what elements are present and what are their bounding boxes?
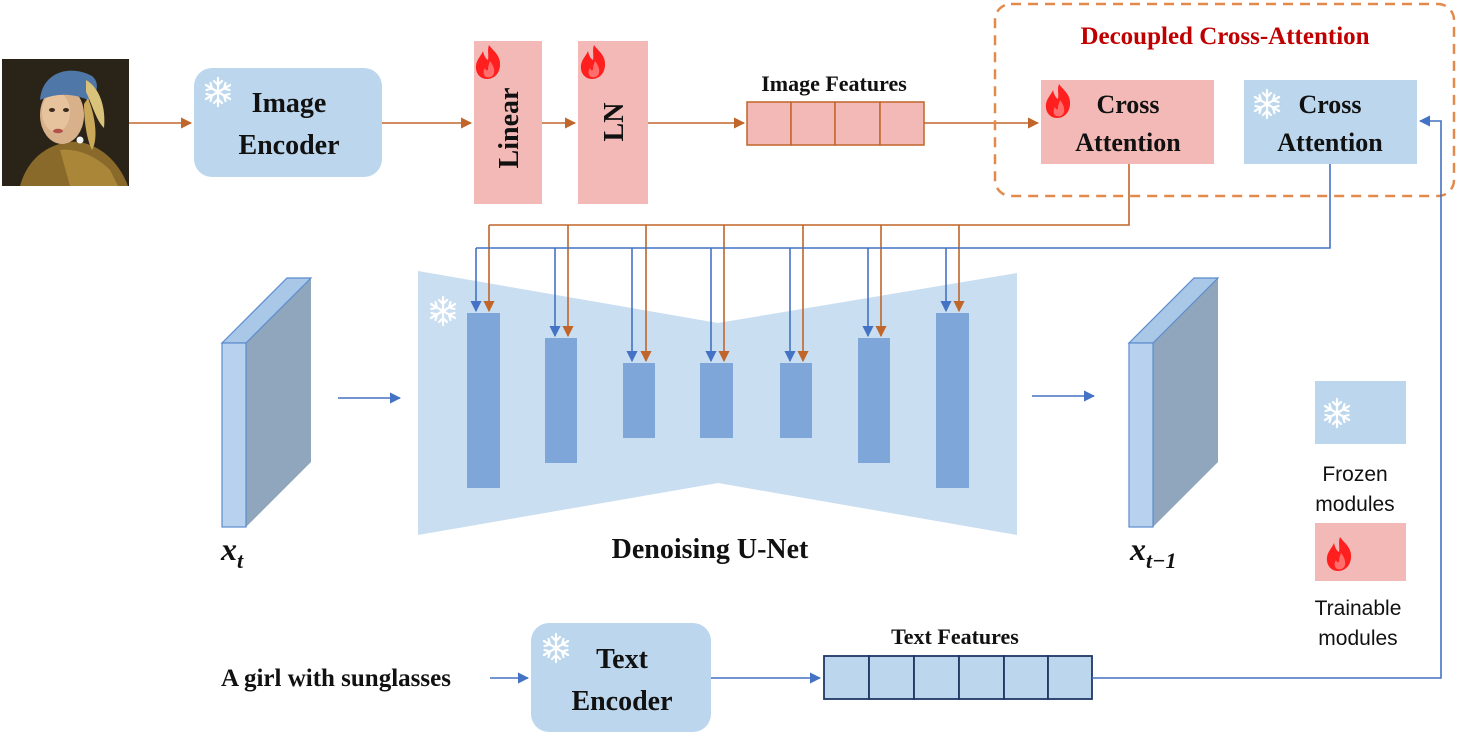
ln-label: LN: [599, 103, 630, 142]
input-image-thumbnail: [2, 59, 129, 186]
legend-frozen-label-2: modules: [1315, 493, 1394, 516]
image-features-tokens: [746, 101, 925, 146]
cross-attention-frozen: Cross Attention: [1244, 80, 1417, 164]
unet-block: [936, 313, 969, 488]
cross-attn-trainable-label-1: Cross: [1096, 90, 1159, 119]
image-encoder-label-2: Encoder: [238, 130, 339, 161]
linear-label: Linear: [494, 88, 525, 169]
arrow-text-features-to-cross-attn: [1092, 115, 1442, 679]
unet-block: [545, 338, 577, 463]
cross-attn-frozen-label-2: Attention: [1277, 128, 1383, 157]
unet-block: [467, 313, 500, 488]
cross-attn-trainable-label-2: Attention: [1075, 128, 1181, 157]
unet-label: Denoising U-Net: [612, 534, 809, 565]
blue-feed-lines: [470, 164, 1331, 363]
text-encoder-label-1: Text: [596, 644, 649, 675]
text-encoder-block: Text Encoder: [531, 623, 711, 732]
unet-block: [858, 338, 890, 463]
image-encoder-label-1: Image: [252, 88, 327, 119]
cross-attn-frozen-label-1: Cross: [1298, 90, 1361, 119]
text-features-label: Text Features: [891, 624, 1019, 649]
linear-block: Linear: [474, 41, 542, 204]
text-encoder-label-2: Encoder: [571, 686, 672, 717]
decoupled-title: Decoupled Cross-Attention: [1080, 23, 1369, 50]
unet-block: [700, 363, 733, 438]
latent-xt-minus-1: [1127, 277, 1220, 528]
xt1-label: xt−1: [1129, 531, 1176, 573]
legend-trainable-label-2: modules: [1318, 627, 1397, 650]
unet-block: [623, 363, 655, 438]
legend: Frozen modules Trainable modules: [1315, 381, 1406, 650]
legend-trainable-label-1: Trainable: [1315, 597, 1402, 620]
legend-trainable-swatch: [1315, 523, 1406, 581]
xt-label: xt: [220, 531, 244, 573]
image-features-label: Image Features: [761, 71, 907, 96]
legend-frozen-label-1: Frozen: [1322, 463, 1387, 486]
prompt-text: A girl with sunglasses: [221, 665, 451, 692]
image-encoder-block: Image Encoder: [194, 68, 382, 177]
legend-frozen-swatch: [1315, 381, 1406, 444]
denoising-unet: [418, 271, 1017, 535]
ln-block: LN: [578, 41, 648, 204]
decoupled-cross-attention-frame: [993, 2, 1456, 198]
text-features-tokens: [823, 655, 1093, 700]
latent-xt: [220, 277, 313, 528]
unet-block: [780, 363, 812, 438]
cross-attention-trainable: Cross Attention: [1041, 80, 1214, 164]
